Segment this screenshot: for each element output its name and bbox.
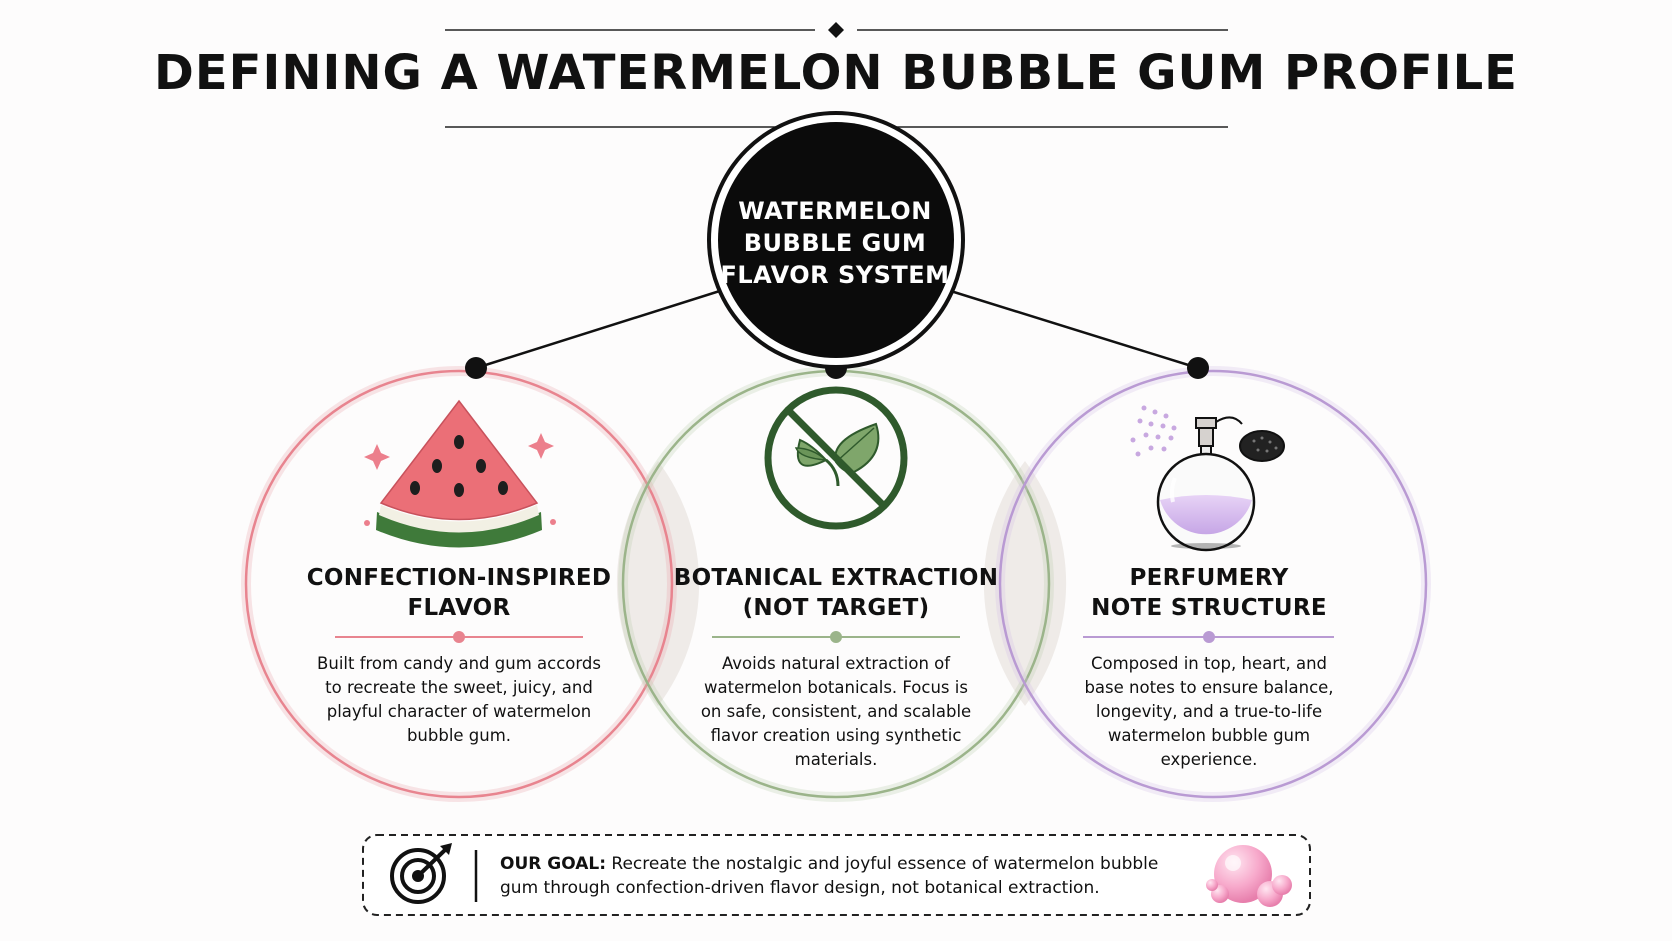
center-hub-line: BUBBLE GUM xyxy=(743,229,927,257)
sparkle-icon xyxy=(364,433,556,526)
center-hub-line: FLAVOR SYSTEM xyxy=(720,261,950,289)
goal-box xyxy=(362,834,1311,916)
heading-underline-confection xyxy=(335,631,583,643)
pillar-circle-perfumery xyxy=(998,369,1428,799)
pillar-description-confection: Built from candy and gum accords to recr… xyxy=(317,654,601,745)
pillar-heading-botanical: BOTANICAL EXTRACTION (NOT TARGET) xyxy=(656,563,1016,623)
heading-underline-perfumery xyxy=(1083,631,1334,643)
pillar-heading-line: PERFUMERY xyxy=(1129,565,1289,591)
circle-overlap-tints xyxy=(616,461,1067,706)
title-top-rule xyxy=(445,22,1228,38)
bubble-gum-icon xyxy=(1206,845,1292,907)
pillar-description-botanical: Avoids natural extraction of watermelon … xyxy=(700,654,972,769)
pillar-heading-line: BOTANICAL EXTRACTION xyxy=(673,565,999,591)
pillar-heading-perfumery: PERFUMERY NOTE STRUCTURE xyxy=(1029,563,1389,623)
pillar-heading-line: CONFECTION-INSPIRED xyxy=(306,565,612,591)
goal-text: Recreate the nostalgic and joyful essenc… xyxy=(500,854,1159,898)
title-diamond-icon xyxy=(828,22,844,38)
pillar-heading-line: (NOT TARGET) xyxy=(742,595,930,621)
target-icon xyxy=(390,843,452,904)
watermelon-slice-icon xyxy=(376,399,542,548)
pillar-circle-confection xyxy=(244,369,674,799)
goal-statement: OUR GOAL: Recreate the nostalgic and joy… xyxy=(500,852,1200,900)
goal-label: OUR GOAL: xyxy=(500,854,607,874)
connector-node-left xyxy=(465,357,487,379)
pillar-heading-line: NOTE STRUCTURE xyxy=(1091,595,1327,621)
no-botanical-leaf-icon xyxy=(764,386,908,530)
center-hub-label: WATERMELON BUBBLE GUM FLAVOR SYSTEM xyxy=(720,195,950,291)
pillar-description-perfumery: Composed in top, heart, and base notes t… xyxy=(1084,654,1334,769)
pillar-heading-line: FLAVOR xyxy=(407,595,511,621)
center-hub-line: WATERMELON xyxy=(738,197,932,225)
connector-node-right xyxy=(1187,357,1209,379)
heading-underline-botanical xyxy=(712,631,960,643)
page-title: DEFINING A WATERMELON BUBBLE GUM PROFILE xyxy=(154,45,1518,101)
pillar-heading-confection: CONFECTION-INSPIRED FLAVOR xyxy=(279,563,639,623)
center-hub xyxy=(707,111,965,369)
perfume-bottle-icon xyxy=(1130,405,1285,552)
